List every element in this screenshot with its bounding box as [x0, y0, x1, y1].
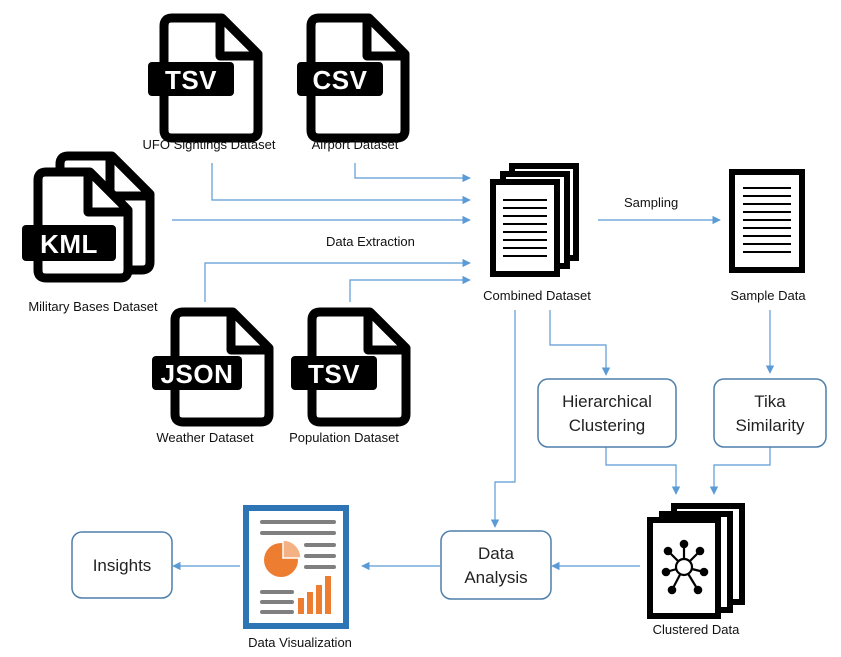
data-analysis-box: Data Analysis: [440, 530, 552, 600]
label-population: Population Dataset: [289, 430, 399, 445]
sample-data-icon: [729, 169, 805, 273]
file-icon-weather: JSON: [152, 307, 274, 427]
label-ufo: UFO Sightings Dataset: [143, 137, 276, 152]
edges: [172, 163, 775, 571]
edge-label-extraction: Data Extraction: [326, 234, 415, 249]
label-airport: Airport Dataset: [312, 137, 399, 152]
badge-military: KML: [40, 229, 98, 259]
analysis-line-1: Data: [478, 544, 514, 563]
hierarchical-line-2: Clustering: [569, 416, 646, 435]
insights-label: Insights: [93, 556, 152, 575]
label-combined: Combined Dataset: [483, 288, 591, 303]
network-icon: [661, 539, 709, 595]
label-weather: Weather Dataset: [156, 430, 254, 445]
edge-airport-to-combined: [354, 163, 471, 183]
label-visualization: Data Visualization: [248, 635, 352, 650]
hierarchical-line-1: Hierarchical: [562, 392, 652, 411]
edge-ufo-to-combined: [211, 163, 471, 205]
label-military: Military Bases Dataset: [28, 299, 158, 314]
badge-weather: JSON: [161, 359, 234, 389]
tika-line-2: Similarity: [736, 416, 805, 435]
edge-hierarchical-to-clustered: [605, 447, 681, 495]
report-chart-icon: [243, 505, 349, 629]
edge-tika-to-clustered: [709, 447, 771, 495]
bar-icon: [298, 576, 331, 614]
edge-population-to-combined: [349, 275, 471, 302]
edge-combined-to-analysis: [490, 310, 516, 528]
label-clustered: Clustered Data: [653, 622, 740, 637]
badge-airport: CSV: [313, 65, 368, 95]
tika-similarity-box: Tika Similarity: [713, 378, 827, 448]
combined-dataset-icon: [490, 163, 579, 277]
edge-weather-to-combined: [204, 258, 471, 302]
label-sample: Sample Data: [730, 288, 806, 303]
edge-label-sampling: Sampling: [624, 195, 678, 210]
file-icon-military: KML: [22, 151, 155, 283]
tika-line-1: Tika: [754, 392, 786, 411]
badge-population: TSV: [308, 359, 360, 389]
file-icon-ufo: TSV: [148, 13, 263, 143]
analysis-line-2: Analysis: [464, 568, 527, 587]
file-icon-airport: CSV: [297, 13, 410, 143]
badge-ufo: TSV: [165, 65, 217, 95]
clustered-data-icon: [647, 503, 745, 619]
insights-box: Insights: [71, 531, 173, 599]
edge-combined-to-hierarchical: [549, 310, 611, 376]
hierarchical-clustering-box: Hierarchical Clustering: [537, 378, 677, 448]
file-icon-population: TSV: [291, 307, 411, 427]
